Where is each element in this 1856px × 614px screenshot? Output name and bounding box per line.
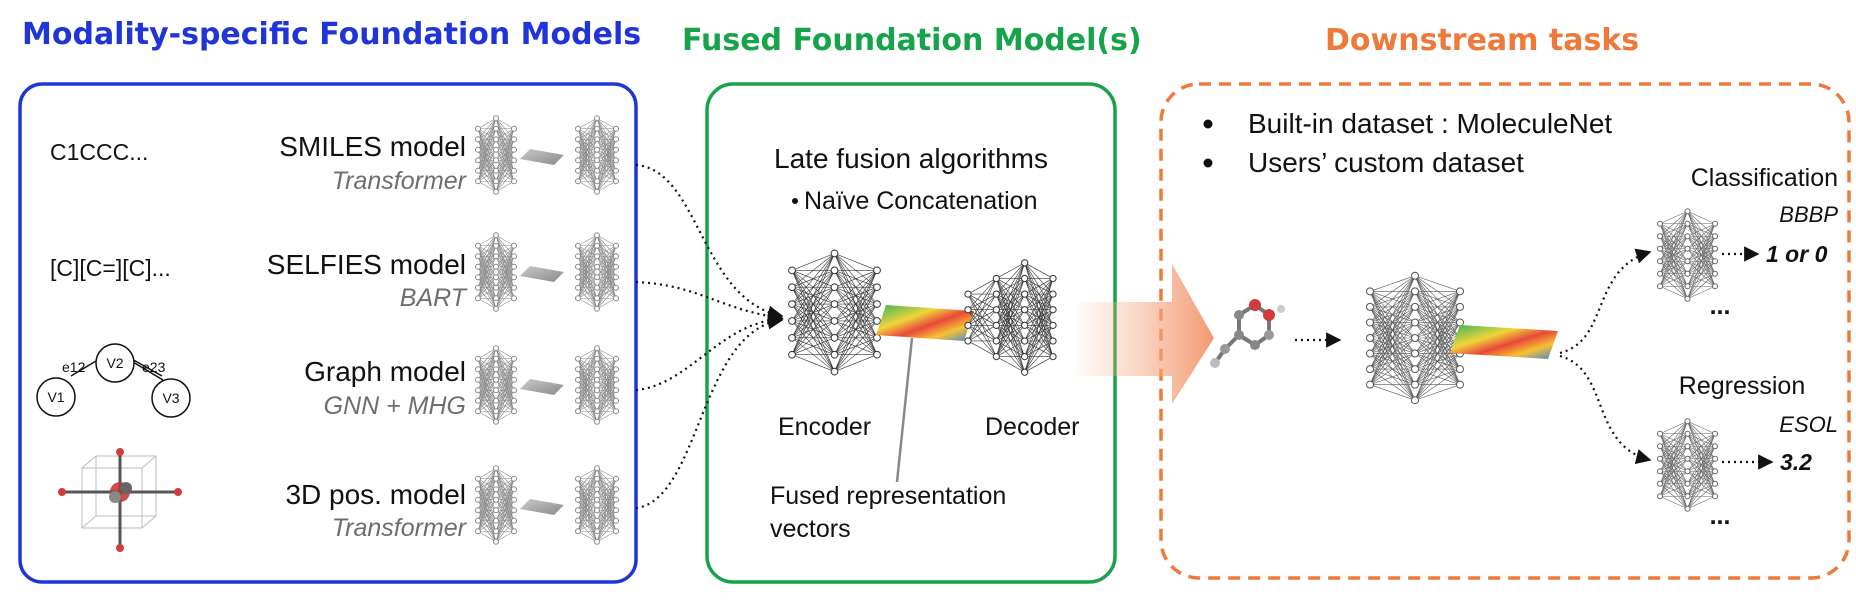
classification-dataset: BBBP [1779,202,1838,227]
connector-pos3d [635,314,784,510]
3d-molecule-icon [58,448,182,552]
classification-ellipsis: ... [1710,292,1731,320]
fused-decoder-icon [964,259,1057,376]
downstream-bullet-2: Users’ custom dataset [1248,147,1524,178]
fused-rep-pointer [895,337,914,483]
classification-label: Classification [1691,164,1838,192]
selfies-row: [C][C=][C]... SELFIES model BART [50,249,468,312]
pos3d-model-arch: Transformer [332,514,468,542]
smiles-model-arch: Transformer [332,167,468,195]
fused-rep-label-line1: Fused representation [770,482,1006,510]
downstream-latent-heatmap-icon [1450,325,1558,359]
connector-graph [635,311,784,392]
smiles-row: C1CCC... SMILES model Transformer [50,131,468,195]
pos3d-decoder-icon [575,465,619,545]
connector-to-classification [1559,248,1652,355]
graph-model-label: Graph model [304,356,466,387]
fusion-heading: Late fusion algorithms [774,143,1048,174]
graph-node-v2: V2 [106,355,123,371]
regression-dataset: ESOL [1779,412,1838,437]
downstream-bullet-dot-2 [1203,158,1213,168]
smiles-input-text: C1CCC... [50,139,148,165]
graph-model-arch: GNN + MHG [324,392,466,420]
selfies-encoder-icon [475,232,517,312]
downstream-bullet-dot-1 [1203,119,1213,129]
selfies-model-label: SELFIES model [267,249,466,280]
pos3d-latent-icon [520,499,564,515]
fused-latent-heatmap-icon [876,305,974,341]
molecule-ball-stick-icon [1210,299,1285,368]
fusion-bullet-text: Naïve Concatenation [804,187,1037,215]
graph-latent-icon [520,379,564,395]
classification-output: 1 or 0 [1766,241,1828,267]
regression-label: Regression [1679,372,1805,400]
selfies-decoder-icon [575,232,619,312]
modality-to-fusion-connectors [635,163,784,510]
pos3d-encoder-icon [475,465,517,545]
graph-encoder-icon [475,345,517,425]
pos3d-row: 3D pos. model Transformer [285,479,467,542]
regression-ellipsis: ... [1710,502,1731,530]
big-transition-arrow [1076,264,1214,404]
selfies-latent-icon [520,266,564,282]
regression-output: 3.2 [1780,449,1812,475]
connector-to-regression [1559,354,1652,465]
graph-edge-e23: e23 [142,359,166,375]
fused-rep-label-line2: vectors [770,515,851,543]
decoder-label: Decoder [985,413,1080,441]
smiles-latent-icon [520,149,564,165]
connector-smiles [635,163,784,321]
smiles-encoder-icon [475,115,517,195]
graph-edge-e12: e12 [62,359,86,375]
downstream-encoder-icon [1366,271,1464,405]
graph-decoder-icon [575,345,619,425]
regression-head-icon [1657,418,1718,512]
pos3d-model-label: 3D pos. model [285,479,466,510]
classification-head-icon [1657,208,1718,302]
graph-node-v1: V1 [47,389,64,405]
downstream-section-title: Downstream tasks [1325,23,1639,58]
fused-section-title: Fused Foundation Model(s) [682,23,1142,58]
fusion-bullet-dot [792,198,798,204]
selfies-input-text: [C][C=][C]... [50,255,171,281]
graph-row: Graph model GNN + MHG [304,356,466,420]
modality-panel [18,82,638,584]
smiles-decoder-icon [575,115,619,195]
graph-node-v3: V3 [162,390,179,406]
downstream-bullet-1: Built-in dataset : MoleculeNet [1248,108,1612,139]
smiles-model-label: SMILES model [279,131,466,162]
fused-encoder-icon [788,249,881,376]
modality-section-title: Modality-specific Foundation Models [22,17,641,52]
downstream-connectors [1295,246,1774,470]
selfies-model-arch: BART [400,284,468,312]
connector-selfies [635,280,784,324]
graph-input-diagram: V1 V2 V3 e12 e23 [36,343,191,418]
encoder-label: Encoder [778,413,871,441]
